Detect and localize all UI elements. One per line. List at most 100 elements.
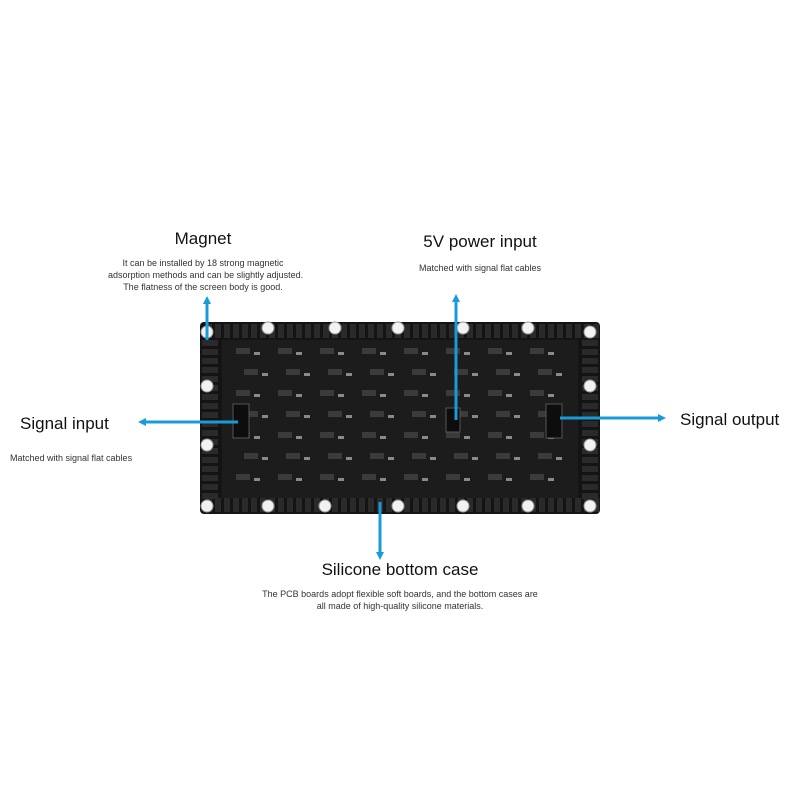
chip: [404, 474, 418, 480]
fin: [512, 324, 518, 338]
fin: [575, 324, 581, 338]
fin: [582, 466, 598, 472]
chip: [362, 432, 376, 438]
fin: [566, 498, 572, 512]
fin: [202, 394, 218, 400]
chip: [362, 390, 376, 396]
chip: [236, 474, 250, 480]
chip: [362, 474, 376, 480]
chip: [412, 411, 426, 417]
magnet-desc-line: It can be installed by 18 strong magneti…: [122, 258, 284, 268]
magnet-dot: [261, 321, 275, 335]
magnet-dot: [583, 325, 597, 339]
fin: [242, 498, 248, 512]
magnet-dot: [391, 321, 405, 335]
chip-marking: [548, 352, 554, 355]
magnet-dot: [200, 438, 214, 452]
fin: [314, 324, 320, 338]
fin: [323, 324, 329, 338]
chip: [370, 453, 384, 459]
magnet-dot: [583, 438, 597, 452]
fin: [485, 324, 491, 338]
signal-output-title: Signal output: [680, 410, 780, 429]
power-input-title: 5V power input: [423, 232, 537, 251]
fin: [242, 324, 248, 338]
fin: [368, 324, 374, 338]
magnet-dot: [583, 499, 597, 513]
chip: [362, 348, 376, 354]
fin: [341, 498, 347, 512]
chip: [454, 369, 468, 375]
fin: [512, 498, 518, 512]
fin: [202, 376, 218, 382]
chip-marking: [380, 394, 386, 397]
fin: [582, 430, 598, 436]
fin: [548, 498, 554, 512]
chip: [278, 348, 292, 354]
fin: [431, 324, 437, 338]
fin: [350, 498, 356, 512]
chip: [286, 411, 300, 417]
chip-marking: [296, 352, 302, 355]
fin: [494, 324, 500, 338]
fin: [202, 448, 218, 454]
chip-marking: [338, 478, 344, 481]
fin: [377, 324, 383, 338]
fin: [359, 324, 365, 338]
fin: [440, 498, 446, 512]
chip-marking: [262, 373, 268, 376]
chip-marking: [514, 415, 520, 418]
chip-marking: [430, 373, 436, 376]
chip-marking: [464, 352, 470, 355]
bottom-case-title: Silicone bottom case: [321, 560, 479, 579]
power-desc-line: Matched with signal flat cables: [418, 263, 542, 273]
chip: [538, 453, 552, 459]
fin: [202, 475, 218, 481]
magnet-desc-line: The flatness of the screen body is good.: [123, 282, 283, 292]
fin: [566, 324, 572, 338]
chip-marking: [472, 415, 478, 418]
chip-marking: [296, 394, 302, 397]
chip-marking: [548, 394, 554, 397]
chip: [530, 390, 544, 396]
magnet-dot: [391, 499, 405, 513]
magnet-title: Magnet: [174, 229, 232, 248]
chip: [530, 474, 544, 480]
chip: [496, 411, 510, 417]
fin: [202, 421, 218, 427]
fin: [539, 498, 545, 512]
chip: [286, 453, 300, 459]
chip: [236, 348, 250, 354]
magnet-dot: [583, 379, 597, 393]
chip: [538, 411, 552, 417]
fin: [467, 324, 473, 338]
magnet-dot: [261, 499, 275, 513]
chip: [320, 390, 334, 396]
chip-marking: [254, 394, 260, 397]
chip: [488, 474, 502, 480]
fin: [233, 498, 239, 512]
fin: [582, 493, 598, 499]
chip-marking: [254, 352, 260, 355]
chip-marking: [506, 394, 512, 397]
chip-marking: [548, 478, 554, 481]
fin: [422, 498, 428, 512]
chip-marking: [464, 436, 470, 439]
chip: [370, 411, 384, 417]
chip-marking: [506, 352, 512, 355]
fin: [202, 349, 218, 355]
fin: [582, 457, 598, 463]
signal-output-connector: [545, 403, 563, 439]
fin: [467, 498, 473, 512]
fin: [449, 324, 455, 338]
chip: [454, 411, 468, 417]
chip: [328, 411, 342, 417]
chip-marking: [262, 457, 268, 460]
chip: [278, 432, 292, 438]
fin: [413, 498, 419, 512]
chip: [278, 390, 292, 396]
magnet-dot: [200, 379, 214, 393]
chip-marking: [304, 415, 310, 418]
fin: [202, 403, 218, 409]
